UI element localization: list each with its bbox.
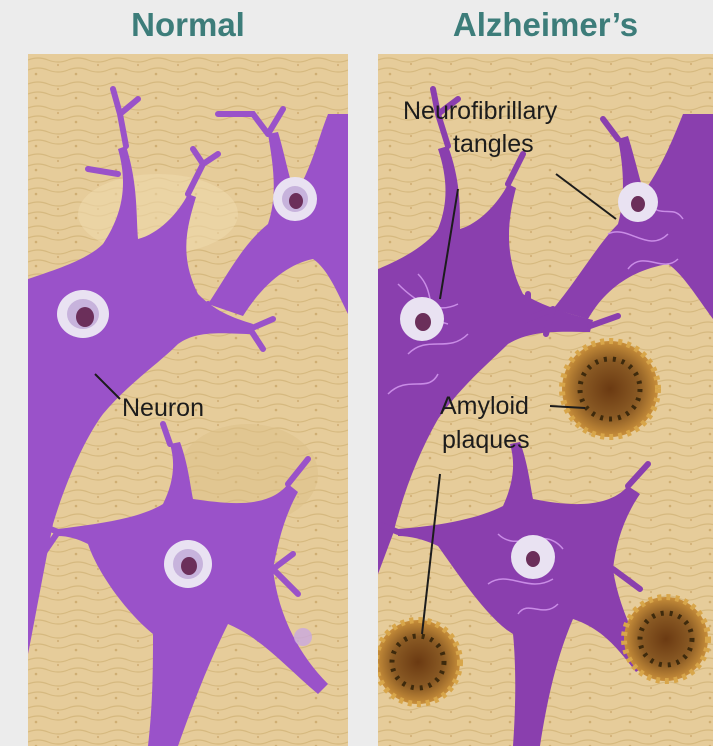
amyloid-plaque-upper (562, 341, 658, 437)
plaques-label-line2: plaques (442, 428, 530, 453)
normal-brain-panel: Neuron (28, 54, 348, 746)
neuron-left-diseased-nucleus (400, 297, 444, 341)
amyloid-plaque-lower-right (624, 597, 708, 681)
alzheimers-tissue-illustration (378, 54, 713, 746)
alzheimers-brain-panel: Neurofibrillary tangles Amyloid plaques (378, 54, 713, 746)
tangles-label-line1: Neurofibrillary (403, 99, 557, 124)
amyloid-plaque-lower-left (378, 620, 460, 704)
neuron-label: Neuron (122, 396, 204, 421)
neuron-bottom-nucleus (164, 540, 212, 588)
plaques-label-line1: Amyloid (440, 394, 529, 419)
neuron-left-nucleus (57, 290, 109, 338)
tangles-label-line2: tangles (453, 132, 534, 157)
neuron-bottom-diseased-nucleus (511, 535, 555, 579)
neuron-top-right-diseased-nucleus (618, 182, 658, 222)
alzheimers-panel-title: Alzheimer’s (378, 6, 713, 44)
neuron-top-right-nucleus (273, 177, 317, 221)
normal-panel-title: Normal (28, 6, 348, 44)
